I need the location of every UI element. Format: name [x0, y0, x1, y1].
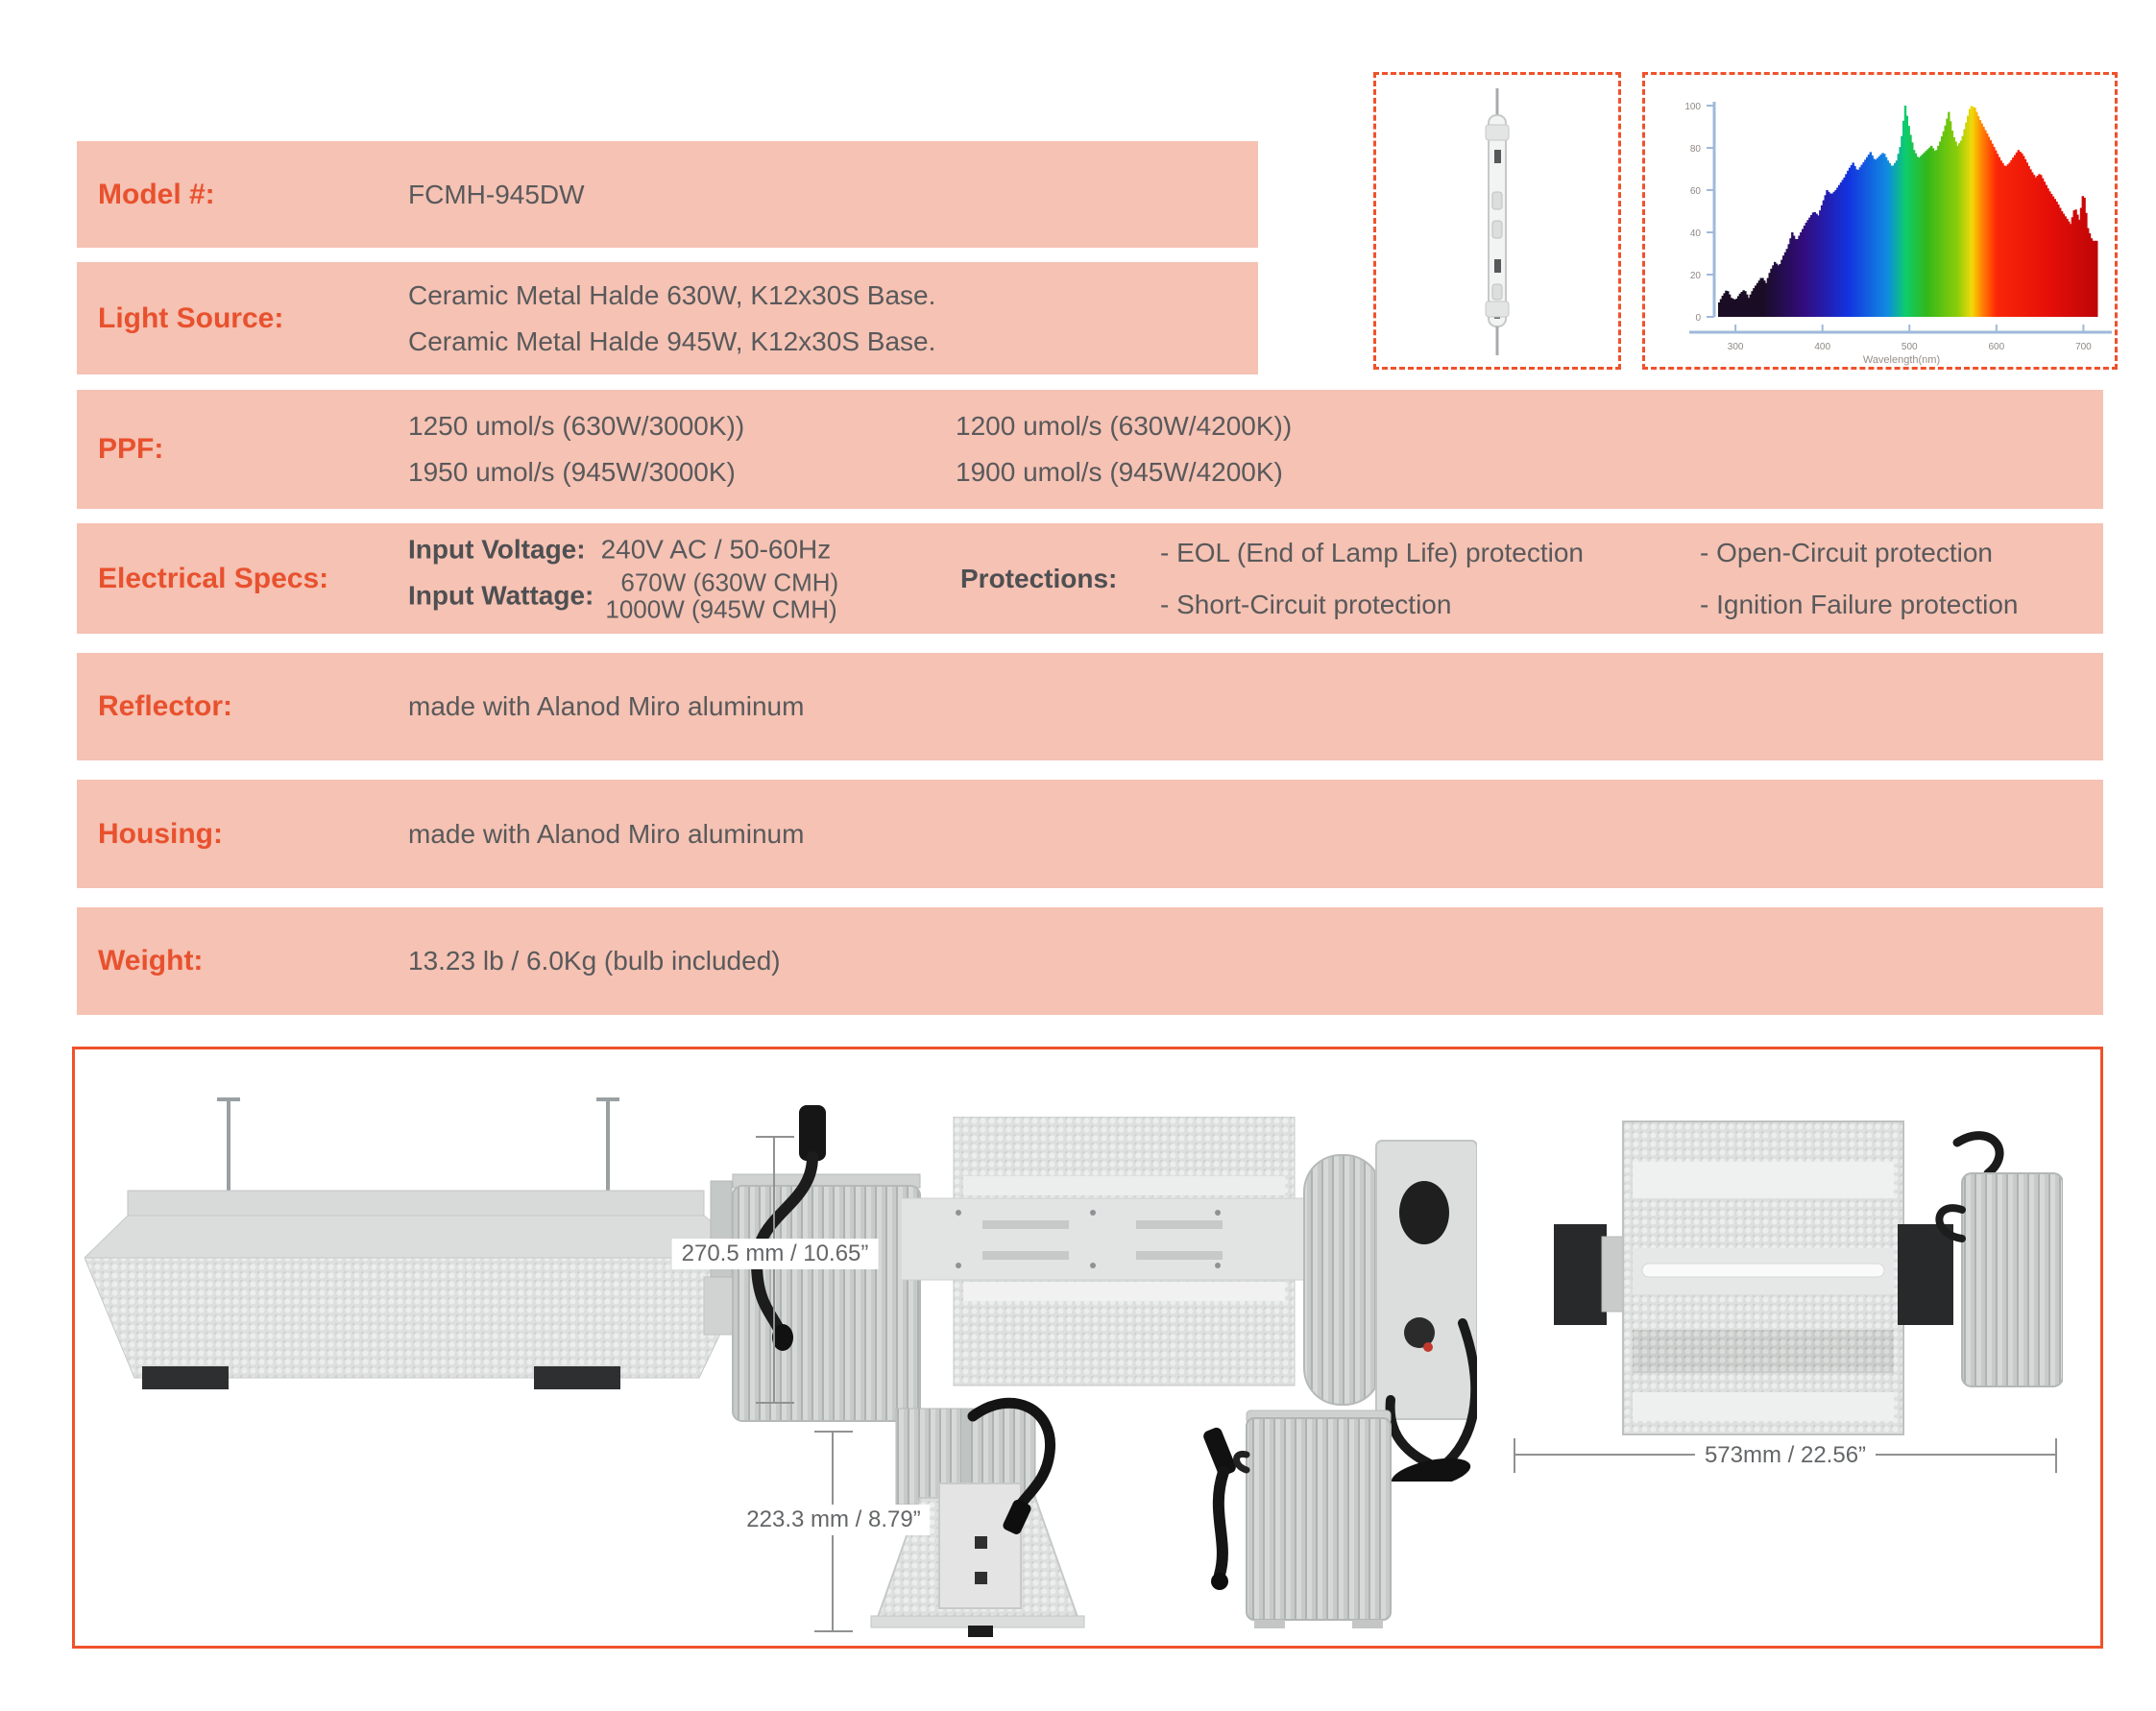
light-source-values: Ceramic Metal Halde 630W, K12x30S Base. …	[408, 280, 935, 357]
spec-row-reflector: Reflector: made with Alanod Miro aluminu…	[77, 653, 2103, 760]
model-label: Model #:	[98, 178, 215, 210]
dimension-label-height: 270.5 mm / 10.65”	[671, 1239, 879, 1269]
housing-value: made with Alanod Miro aluminum	[408, 818, 805, 849]
protection-short-circuit: - Short-Circuit protection	[1160, 589, 1452, 619]
protection-ignition-failure: - Ignition Failure protection	[1700, 589, 2019, 619]
weight-value: 13.23 lb / 6.0Kg (bulb included)	[408, 946, 781, 976]
ppf-col2: 1200 umol/s (630W/4200K)) 1900 umol/s (9…	[956, 411, 1292, 488]
spec-row-weight: Weight: 13.23 lb / 6.0Kg (bulb included)	[77, 907, 2103, 1015]
electrical-label: Electrical Specs:	[98, 562, 329, 594]
svg-text:300: 300	[1728, 342, 1744, 352]
protection-open-circuit: - Open-Circuit protection	[1700, 537, 1994, 567]
ppf-col1-line1: 1250 umol/s (630W/3000K))	[408, 411, 745, 441]
spec-row-electrical: Electrical Specs: Input Voltage: 240V AC…	[77, 523, 2103, 634]
dimension-label-depth: 223.3 mm / 8.79”	[737, 1504, 931, 1535]
spec-row-housing: Housing: made with Alanod Miro aluminum	[77, 780, 2103, 888]
ppf-col1: 1250 umol/s (630W/3000K)) 1950 umol/s (9…	[408, 411, 744, 488]
housing-label: Housing:	[98, 817, 223, 850]
spec-row-ppf: PPF: 1250 umol/s (630W/3000K)) 1950 umol…	[77, 390, 2103, 509]
electrical-io-block: Input Voltage: 240V AC / 50-60Hz Input W…	[408, 534, 838, 623]
reflector-value: made with Alanod Miro aluminum	[408, 691, 805, 721]
protections-col1: - EOL (End of Lamp Life) protection - Sh…	[1160, 538, 1584, 620]
product-bottom-view-photo	[1554, 1121, 2063, 1435]
svg-text:0: 0	[1695, 313, 1701, 324]
protections-col2: - Open-Circuit protection - Ignition Fai…	[1700, 538, 2019, 620]
input-wattage-values: 670W (630W CMH) 1000W (945W CMH)	[605, 568, 838, 623]
lamp-photo-box	[1373, 72, 1621, 370]
light-source-label: Light Source:	[98, 301, 284, 334]
spec-row-light-source: Light Source: Ceramic Metal Halde 630W, …	[77, 262, 1258, 374]
light-source-line1: Ceramic Metal Halde 630W, K12x30S Base.	[408, 279, 936, 310]
svg-text:700: 700	[2075, 342, 2092, 352]
protection-eol: - EOL (End of Lamp Life) protection	[1160, 537, 1584, 567]
ppf-label: PPF:	[98, 433, 164, 465]
svg-text:600: 600	[1988, 342, 2004, 352]
input-wattage-value1: 670W (630W CMH)	[620, 566, 839, 596]
svg-text:20: 20	[1690, 271, 1702, 281]
input-wattage-value2: 1000W (945W CMH)	[605, 594, 837, 624]
protections-label: Protections:	[960, 563, 1118, 593]
svg-text:60: 60	[1690, 186, 1702, 197]
svg-text:40: 40	[1690, 229, 1702, 239]
input-wattage-label: Input Wattage:	[408, 580, 594, 611]
ballast-photo	[1203, 1410, 1392, 1628]
spectrum-xaxis-label: Wavelength(nm)	[1863, 354, 1940, 366]
svg-text:500: 500	[1902, 342, 1918, 352]
input-voltage-label: Input Voltage:	[408, 533, 586, 564]
ppf-col2-line2: 1900 umol/s (945W/4200K)	[956, 457, 1283, 487]
svg-text:80: 80	[1690, 144, 1702, 155]
cmh-lamp-image	[1485, 88, 1510, 355]
svg-text:400: 400	[1814, 342, 1830, 352]
dimension-label-width: 573mm / 22.56”	[1694, 1440, 1877, 1471]
spec-row-model: Model #: FCMH-945DW	[77, 141, 1258, 248]
ppf-col1-line2: 1950 umol/s (945W/3000K)	[408, 457, 736, 487]
input-voltage-value: 240V AC / 50-60Hz	[600, 533, 832, 564]
weight-label: Weight:	[98, 945, 204, 976]
reflector-label: Reflector:	[98, 690, 233, 722]
ppf-col2-line1: 1200 umol/s (630W/4200K))	[956, 411, 1293, 441]
dimension-line-depth: 223.3 mm / 8.79”	[737, 1431, 931, 1632]
dimension-line-height: 270.5 mm / 10.65”	[671, 1136, 879, 1404]
dimension-line-width: 573mm / 22.56”	[1514, 1438, 2057, 1473]
model-value: FCMH-945DW	[408, 179, 585, 209]
product-photos-box: 270.5 mm / 10.65”	[72, 1047, 2103, 1649]
product-back-view-photo	[901, 1117, 1477, 1482]
svg-text:100: 100	[1684, 102, 1701, 112]
light-source-line2: Ceramic Metal Halde 945W, K12x30S Base.	[408, 325, 936, 356]
